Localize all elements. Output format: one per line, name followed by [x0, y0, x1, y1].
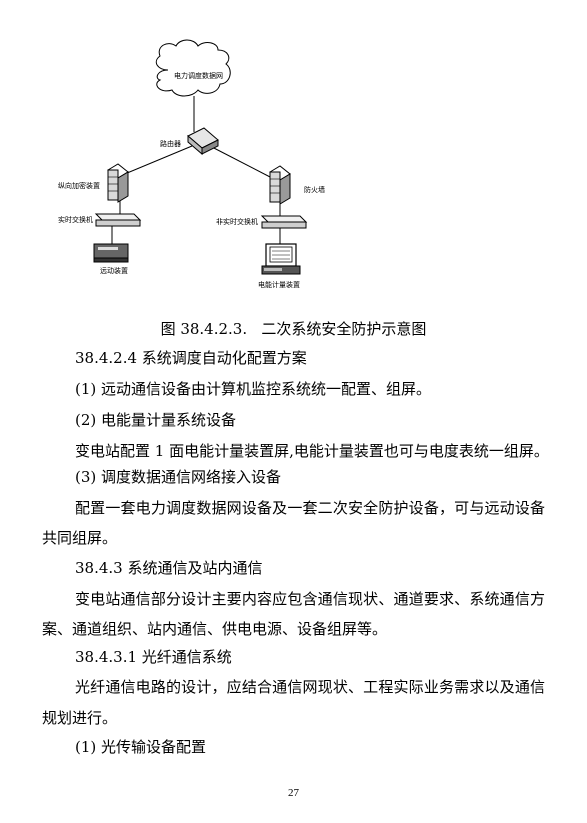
heading-38-4-2-4: 38.4.2.4 系统调度自动化配置方案 [75, 349, 307, 367]
telecontrol-device-icon [93, 243, 129, 263]
cloud-label: 电力调度数据网 [174, 71, 223, 80]
paragraph-line: 规划进行。 [42, 709, 118, 727]
router-label: 路由器 [160, 139, 181, 148]
non-realtime-switch-icon [260, 215, 308, 229]
left-device-label: 远动装置 [100, 266, 128, 275]
left-switch-label: 实时交换机 [58, 215, 93, 224]
realtime-switch-icon [94, 213, 142, 227]
paragraph-line: 光纤通信电路的设计，应结合通信网现状、工程实际业务需求以及通信 [75, 678, 545, 696]
paragraph-line: 变电站配置 1 面电能计量装置屏,电能计量装置也可与电度表统一组屏。 [75, 442, 549, 460]
paragraph-line: (3) 调度数据通信网络接入设备 [75, 468, 282, 486]
security-diagram: 电力调度数据网 路由器 纵向加密装置 防火墙 实时交换机 [58, 39, 325, 289]
firewall-icon [269, 165, 291, 205]
router-icon [187, 127, 219, 156]
paragraph-line: 案、通道组织、站内通信、供电电源、设备组屏等。 [42, 620, 388, 638]
paragraph-line: (1) 光传输设备配置 [75, 738, 207, 756]
right-device-label: 电能计量装置 [258, 280, 300, 289]
right-switch-label: 非实时交换机 [216, 217, 258, 226]
paragraph-line: 变电站通信部分设计主要内容应包含通信现状、通道要求、系统通信方 [75, 590, 545, 608]
heading-38-4-3: 38.4.3 系统通信及站内通信 [75, 559, 263, 577]
left-firewall-label: 纵向加密装置 [58, 181, 100, 190]
heading-38-4-3-1: 38.4.3.1 光纤通信系统 [75, 648, 232, 666]
energy-meter-computer-icon [261, 243, 301, 275]
cloud-icon [155, 39, 231, 97]
paragraph-line: (2) 电能量计量系统设备 [75, 411, 237, 429]
page-number: 27 [288, 787, 299, 799]
right-firewall-label: 防火墙 [304, 185, 325, 194]
figure-caption: 图 38.4.2.3. 二次系统安全防护示意图 [160, 320, 427, 338]
paragraph-line: 配置一套电力调度数据网设备及一套二次安全防护设备，可与远动设备 [75, 499, 545, 517]
encryption-device-icon [107, 163, 129, 203]
paragraph-line: 共同组屏。 [42, 529, 118, 547]
paragraph-line: (1) 远动通信设备由计算机监控系统统一配置、组屏。 [75, 380, 432, 398]
